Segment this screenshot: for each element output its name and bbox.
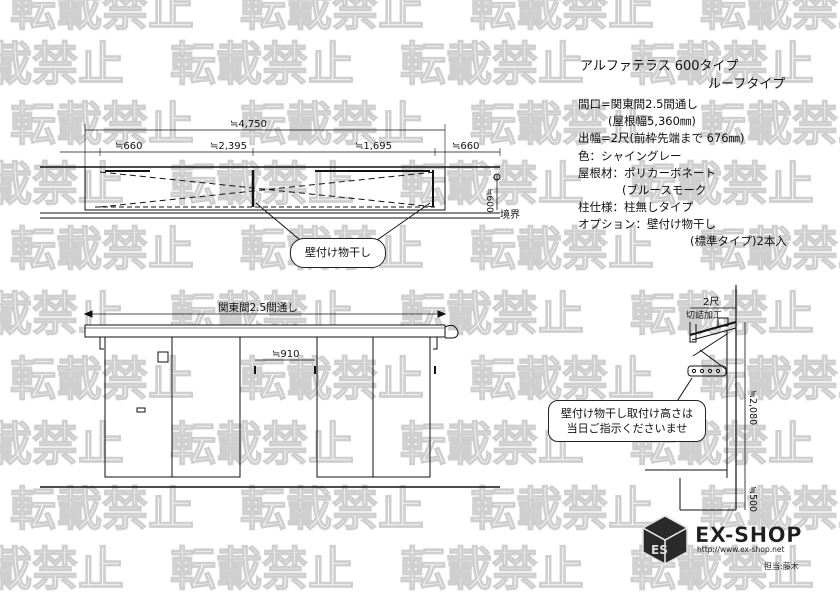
- watermark-text: 転載禁止: [400, 37, 584, 91]
- plan-boundary-label: 境界: [500, 208, 520, 221]
- sec-roof: [689, 321, 737, 336]
- watermark-text: 転載禁止: [0, 37, 124, 91]
- plan-brace-dashed-1: [99, 171, 436, 208]
- spec-title-2: ルーフタイプ: [708, 77, 786, 92]
- staff-label: 担当:藤木: [764, 561, 799, 571]
- section-labels: 2尺 切詰加工 ≒2,080 ≒500: [686, 296, 758, 512]
- svg-text:ES: ES: [651, 543, 668, 557]
- plan-dim-d: ≒660: [452, 141, 479, 152]
- front-elevation: [40, 310, 500, 488]
- watermark-text: 転載禁止: [240, 482, 424, 536]
- logo-cube-icon: ES: [642, 515, 688, 565]
- watermark-text: 転載禁止: [10, 482, 194, 536]
- elev-bracket-left: [99, 337, 104, 350]
- plan-dim-b: ≒2,395: [210, 141, 247, 152]
- watermark-text: 転載禁止: [240, 0, 424, 36]
- plan-roof-outline: [84, 166, 446, 211]
- watermark-text: 転載禁止: [700, 482, 840, 536]
- sec-cut-label: 切詰加工: [686, 309, 722, 321]
- spec-line: 色：シャイングレー: [578, 149, 682, 163]
- elev-door-handle: [136, 407, 146, 413]
- elev-dim-arrow-r: [437, 310, 447, 318]
- watermark-text: 転載禁止: [700, 222, 840, 276]
- plan-dim-c: ≒1,695: [355, 141, 392, 152]
- watermark-text: 転載禁止: [470, 0, 654, 36]
- plan-view: [40, 124, 501, 246]
- ex-shop-logo: ES EX-SHOP http://www.ex-shop.net 担当:藤木: [642, 515, 802, 571]
- logo-name: EX-SHOP: [695, 523, 802, 547]
- spec-line: 出幅=2尺(前枠先端まで 676㎜): [578, 131, 745, 145]
- section-callout-line2: 当日ご指示くださいませ: [566, 422, 688, 435]
- watermark-text: 転載禁止: [10, 97, 194, 151]
- sec-dim-2shaku-label: 2尺: [703, 296, 719, 308]
- sec-hole-2: [699, 368, 705, 374]
- plan-dim-a: ≒660: [115, 141, 142, 152]
- watermark-text: 転載禁止: [10, 0, 194, 36]
- watermark-text: 転載禁止: [630, 37, 814, 91]
- plan-callout-hanger: 壁付け物干し: [290, 238, 386, 268]
- watermark-text: 転載禁止: [400, 157, 584, 211]
- plan-leader-2: [369, 202, 431, 246]
- spec-line: (ブルースモーク: [622, 183, 707, 197]
- plan-leader-1: [255, 202, 301, 241]
- sec-hole-4: [715, 368, 721, 374]
- sec-hole-1: [691, 368, 697, 374]
- watermark-text: 転載禁止: [470, 222, 654, 276]
- spec-line: (屋根幅5,360㎜): [608, 114, 696, 128]
- section-callout: 壁付け物干し取付け高さは 当日ご指示くださいませ: [548, 400, 706, 442]
- plan-depth-marker: [493, 173, 501, 181]
- watermark-text: 転載禁止: [700, 0, 840, 36]
- watermark-text: 転載禁止: [470, 352, 654, 406]
- sec-hole-3: [707, 368, 713, 374]
- sec-hanger: [687, 365, 727, 377]
- watermark-text: 転載禁止: [170, 417, 354, 471]
- sec-roof-under: [691, 327, 737, 341]
- plan-dim-total: ≒4,750: [230, 119, 267, 130]
- watermark-text: 転載禁止: [0, 157, 124, 211]
- sec-dim-2080-label: ≒2,080: [747, 390, 758, 425]
- spec-line: オプション：壁付け物干し: [578, 217, 716, 231]
- watermark-text: 転載禁止: [240, 352, 424, 406]
- sec-front-frame: [689, 322, 697, 343]
- elev-width-label: 関東間2.5間通し: [218, 301, 298, 314]
- watermark-text: 転載禁止: [170, 542, 354, 594]
- plan-brace-dashed-2: [99, 171, 436, 208]
- spec-line: 間口=関東間2.5間通し: [578, 97, 698, 111]
- watermark-text: 転載禁止: [630, 157, 814, 211]
- plan-labels: ≒4,750 ≒660 ≒2,395 ≒1,695 ≒660 境界 ≒600: [115, 119, 520, 221]
- plan-dim-depth: ≒600: [484, 188, 494, 213]
- sec-roof-clamp: [717, 317, 729, 327]
- elevation-labels: 関東間2.5間通し ≒910: [218, 301, 299, 360]
- watermark-text: 転載禁止: [0, 542, 124, 594]
- elev-dim-arrow-l: [83, 310, 93, 318]
- spec-line: 屋根材：ポリカーボネート: [578, 166, 716, 180]
- watermark-text: 転載禁止: [470, 97, 654, 151]
- elev-roof-beam: [84, 324, 446, 338]
- watermark-text: 転載禁止: [400, 542, 584, 594]
- watermark-text: 転載禁止: [470, 482, 654, 536]
- section-callout-line1: 壁付け物干し取付け高さは: [561, 407, 693, 420]
- elev-bracket-right: [433, 337, 438, 350]
- elev-vent: [157, 351, 169, 363]
- watermark-text: 転載禁止: [630, 287, 814, 341]
- sec-dim-500-label: ≒500: [747, 486, 758, 512]
- spec-line: (標準タイプ)2本入: [690, 234, 787, 248]
- sec-bracket: [692, 333, 728, 371]
- watermark-text: 転載禁止: [10, 352, 194, 406]
- elev-gutter: [444, 324, 459, 339]
- elev-dim-910: ≒910: [272, 349, 299, 360]
- section-view: [645, 285, 746, 511]
- logo-url: http://www.ex-shop.net: [697, 545, 784, 554]
- spec-line: 柱仕様：柱無しタイプ: [578, 200, 693, 214]
- watermark-text: 転載禁止: [700, 97, 840, 151]
- watermark-text: 転載禁止: [10, 222, 194, 276]
- watermark-text: 転載禁止: [0, 417, 124, 471]
- watermark-text: 転載禁止: [240, 97, 424, 151]
- watermark-text: 転載禁止: [170, 37, 354, 91]
- watermark-text: 転載禁止: [700, 352, 840, 406]
- spec-title-1: アルファテラス 600タイプ: [580, 59, 739, 74]
